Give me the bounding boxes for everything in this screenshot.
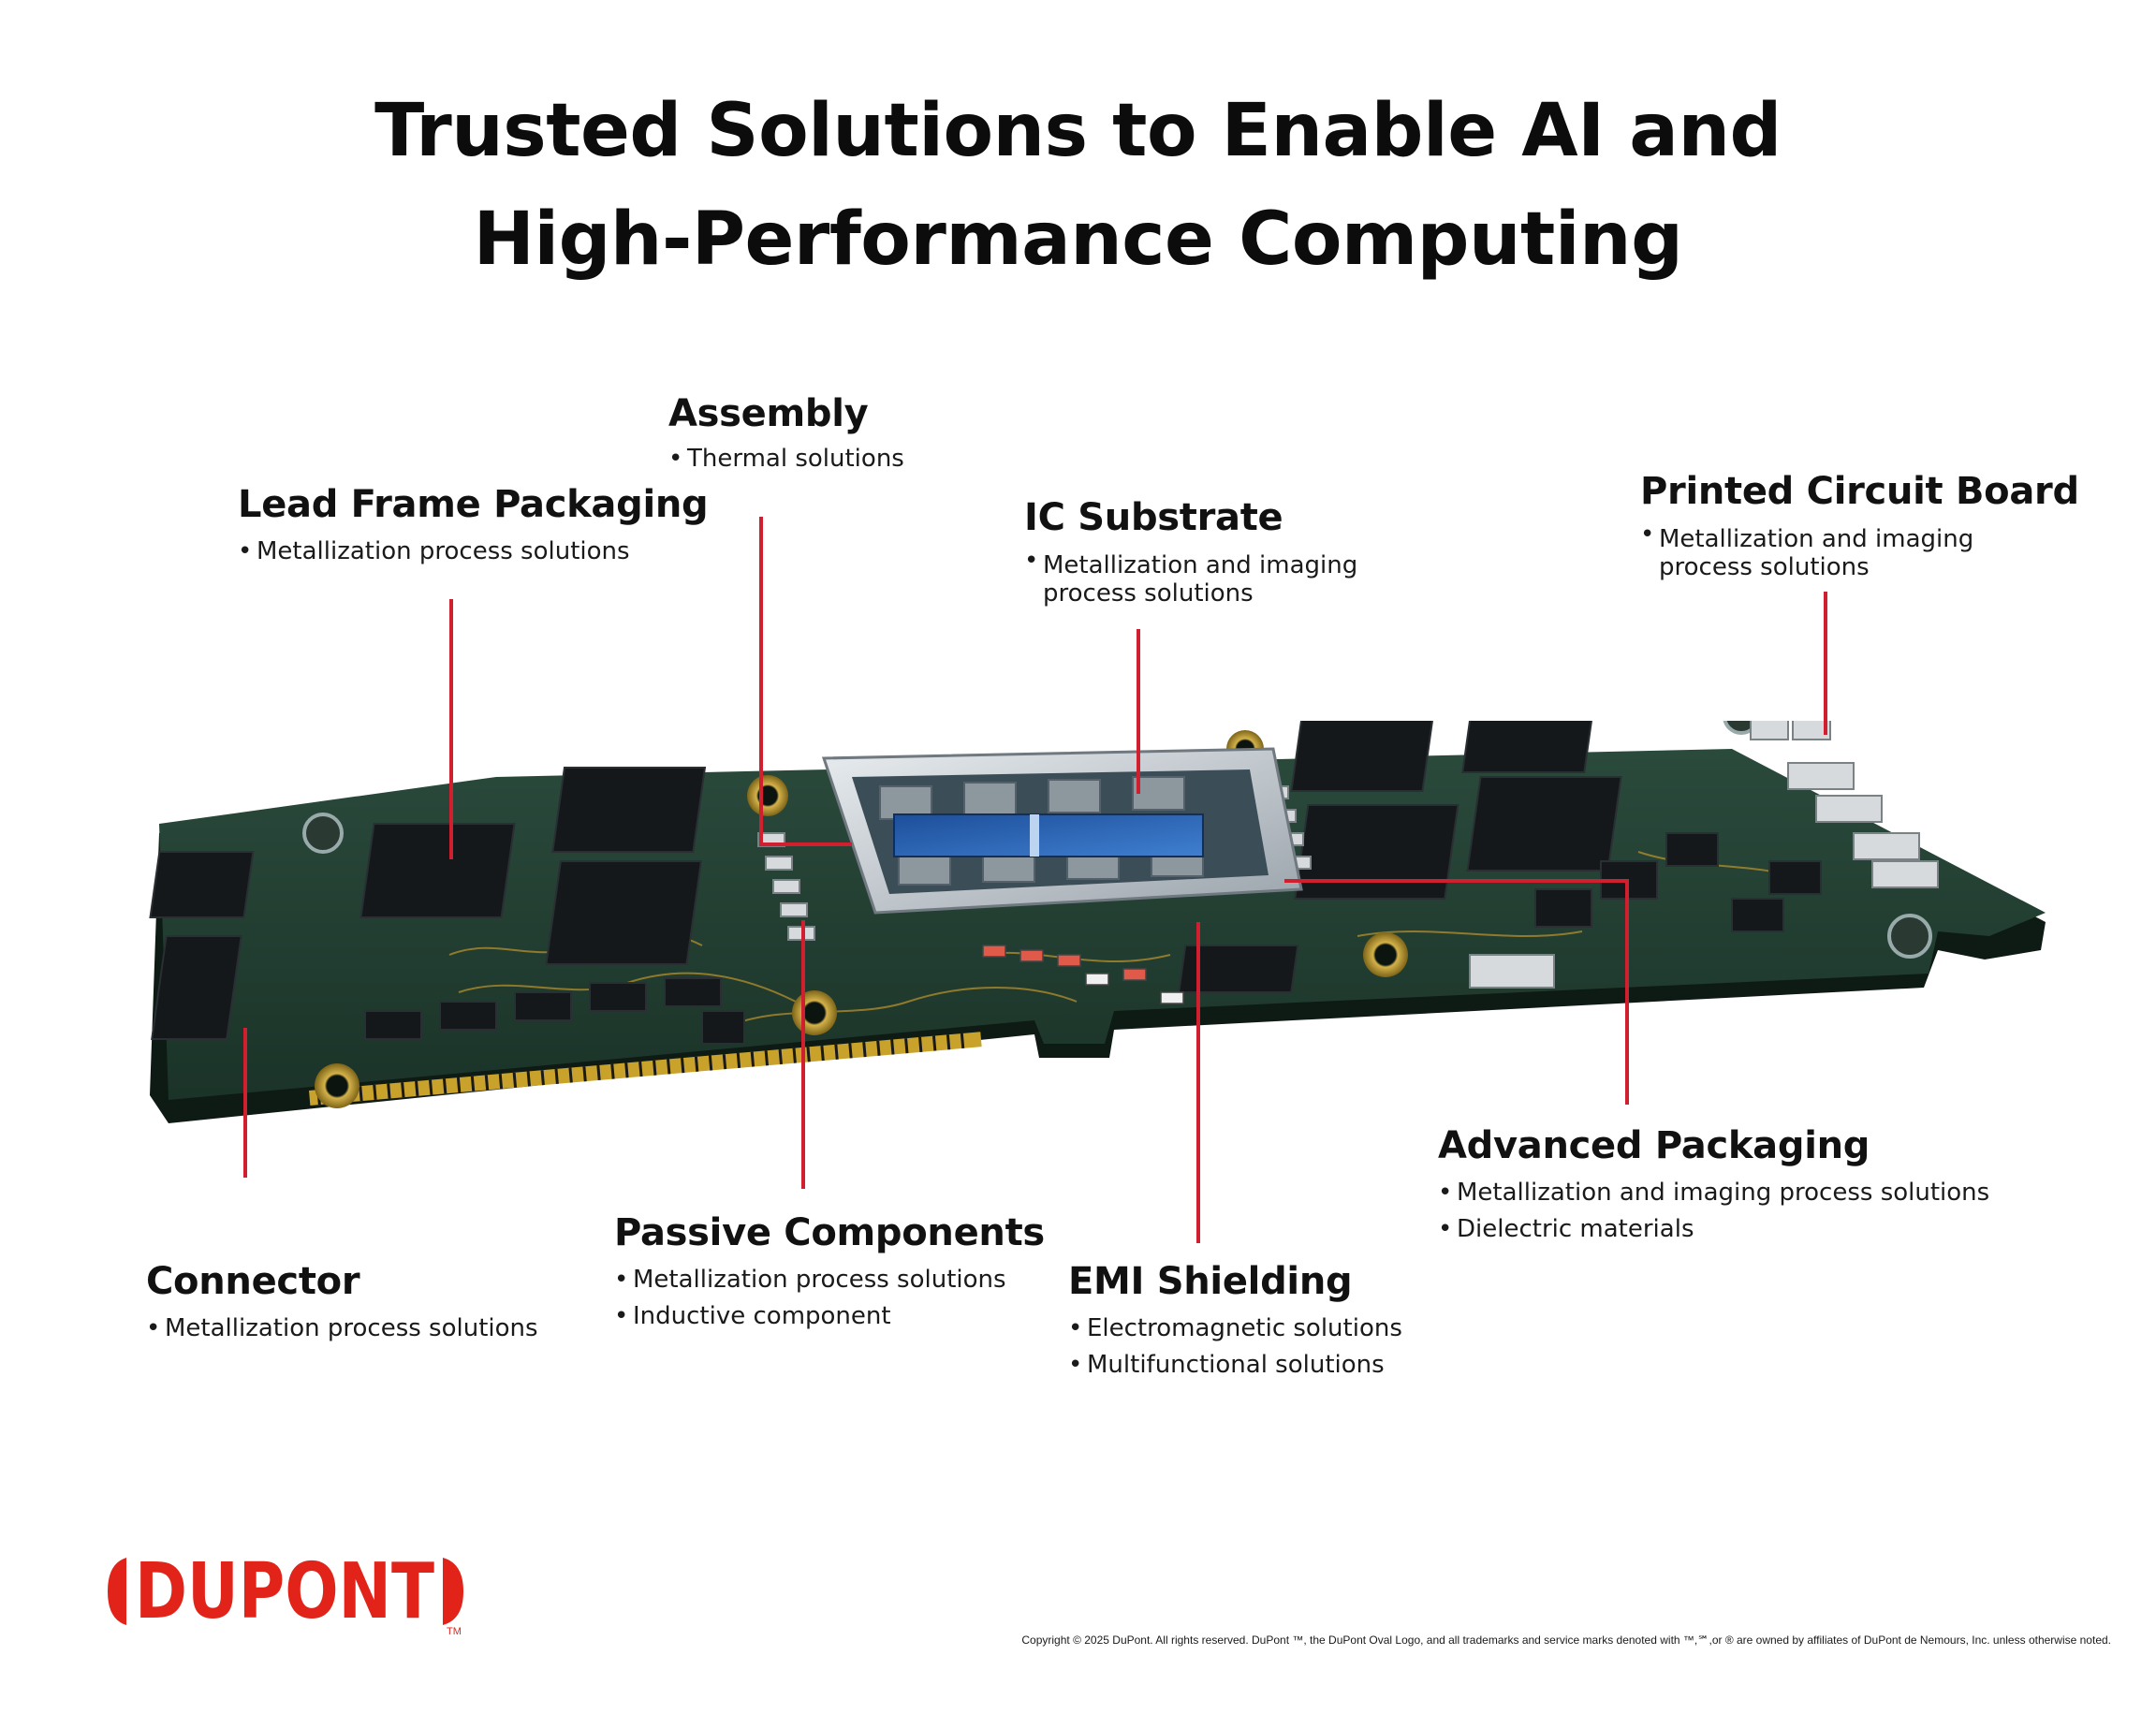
callout-item: Metallization and imaging process soluti… xyxy=(1024,547,1380,611)
callout-item: Metallization process solutions xyxy=(146,1311,538,1347)
logo-trademark: TM xyxy=(447,1626,462,1637)
callout-connector: Connector Metallization process solution… xyxy=(146,1258,538,1347)
callout-title: Passive Components xyxy=(614,1211,1045,1254)
callout-printed-circuit-board: Printed Circuit Board Metallization and … xyxy=(1640,468,2079,585)
dupont-logo: DUPONT TM xyxy=(98,1545,473,1638)
callout-title: IC Substrate xyxy=(1024,496,1283,539)
callout-item: Metallization and imaging process soluti… xyxy=(1438,1175,1989,1211)
callout-title: Advanced Packaging xyxy=(1438,1124,1870,1167)
callout-item: Dielectric materials xyxy=(1438,1211,1989,1248)
title-line-1: Trusted Solutions to Enable AI and xyxy=(374,89,1782,173)
circuit-board-illustration xyxy=(140,721,2069,1189)
callout-assembly: Assembly Thermal solutions xyxy=(668,390,904,477)
callout-item: Metallization and imaging process soluti… xyxy=(1640,520,1996,585)
copyright-notice: Copyright © 2025 DuPont. All rights rese… xyxy=(1021,1633,2111,1647)
callout-passive-components: Passive Components Metallization process… xyxy=(614,1209,1045,1335)
callout-ic-substrate: IC Substrate Metallization and imaging p… xyxy=(1024,494,1380,611)
callout-item: Inductive component xyxy=(614,1298,1045,1335)
callout-title: Assembly xyxy=(668,392,869,435)
callout-title: EMI Shielding xyxy=(1068,1260,1353,1303)
callout-title: Lead Frame Packaging xyxy=(238,483,709,526)
callout-item: Multifunctional solutions xyxy=(1068,1347,1402,1384)
logo-wordmark: DUPONT xyxy=(135,1547,434,1636)
callout-title: Printed Circuit Board xyxy=(1640,470,2079,513)
callout-item: Metallization process solutions xyxy=(238,534,708,570)
callout-emi-shielding: EMI Shielding Electromagnetic solutions … xyxy=(1068,1258,1402,1384)
callout-item: Electromagnetic solutions xyxy=(1068,1311,1402,1347)
page-title: Trusted Solutions to Enable AI and High-… xyxy=(0,77,2156,294)
title-line-2: High-Performance Computing xyxy=(473,198,1683,282)
callout-lead-frame-packaging: Lead Frame Packaging Metallization proce… xyxy=(238,481,709,570)
callout-item: Metallization process solutions xyxy=(614,1262,1045,1298)
callout-title: Connector xyxy=(146,1260,360,1303)
callout-item: Thermal solutions xyxy=(668,441,904,477)
callout-advanced-packaging: Advanced Packaging Metallization and ima… xyxy=(1438,1122,1989,1248)
